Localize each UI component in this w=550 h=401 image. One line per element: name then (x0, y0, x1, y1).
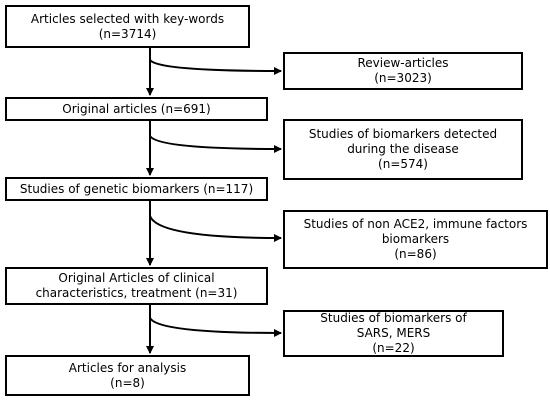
exclusion-arrow-4 (149, 317, 282, 337)
box-text-line: characteristics, treatment (n=31) (35, 286, 238, 300)
box-text-line: (n=8) (110, 375, 145, 390)
exclusion-arrow-3 (149, 215, 282, 242)
box-text-line: Studies of genetic biomarkers (n=117) (19, 181, 254, 196)
biomarkers-during-disease-box: Studies of biomarkers detected during th… (283, 119, 523, 180)
box-text-line: SARS, MERS (356, 326, 431, 340)
box-text-line: biomarkers (381, 232, 450, 246)
articles-for-analysis-box: Articles for analysis (n=8) (5, 355, 250, 396)
box-text-line: Studies of biomarkers detected (308, 127, 498, 141)
box-text-line: (n=86) (394, 247, 437, 261)
selected-articles-box: Articles selected with key-words (n=3714… (5, 5, 250, 48)
box-text-line: (n=3714) (98, 26, 157, 41)
sars-mers-biomarkers-box: Studies of biomarkers of SARS, MERS (n=2… (283, 310, 504, 357)
box-text-line: Articles selected with key-words (30, 11, 225, 26)
box-text-line: Original articles (n=691) (62, 101, 211, 116)
box-text-line: Review-articles (357, 56, 449, 70)
original-articles-box: Original articles (n=691) (5, 97, 268, 121)
review-articles-box: Review-articles (n=3023) (283, 52, 523, 90)
box-text-line: during the disease (347, 142, 459, 156)
box-text-line: (n=3023) (374, 71, 432, 85)
box-text-line: (n=574) (378, 157, 428, 171)
box-text-line: (n=22) (372, 341, 415, 355)
box-text-line: Original Articles of clinical (58, 271, 215, 285)
exclusion-arrow-2 (149, 135, 282, 153)
genetic-biomarkers-box: Studies of genetic biomarkers (n=117) (5, 177, 268, 201)
box-text-line: Studies of biomarkers of (320, 311, 467, 325)
box-text-line: Articles for analysis (68, 360, 187, 375)
clinical-characteristics-box: Original Articles of clinical characteri… (5, 267, 268, 305)
exclusion-arrow-1 (149, 59, 282, 75)
box-text-line: Studies of non ACE2, immune factors (303, 217, 528, 231)
non-ace2-biomarkers-box: Studies of non ACE2, immune factors biom… (283, 210, 548, 269)
